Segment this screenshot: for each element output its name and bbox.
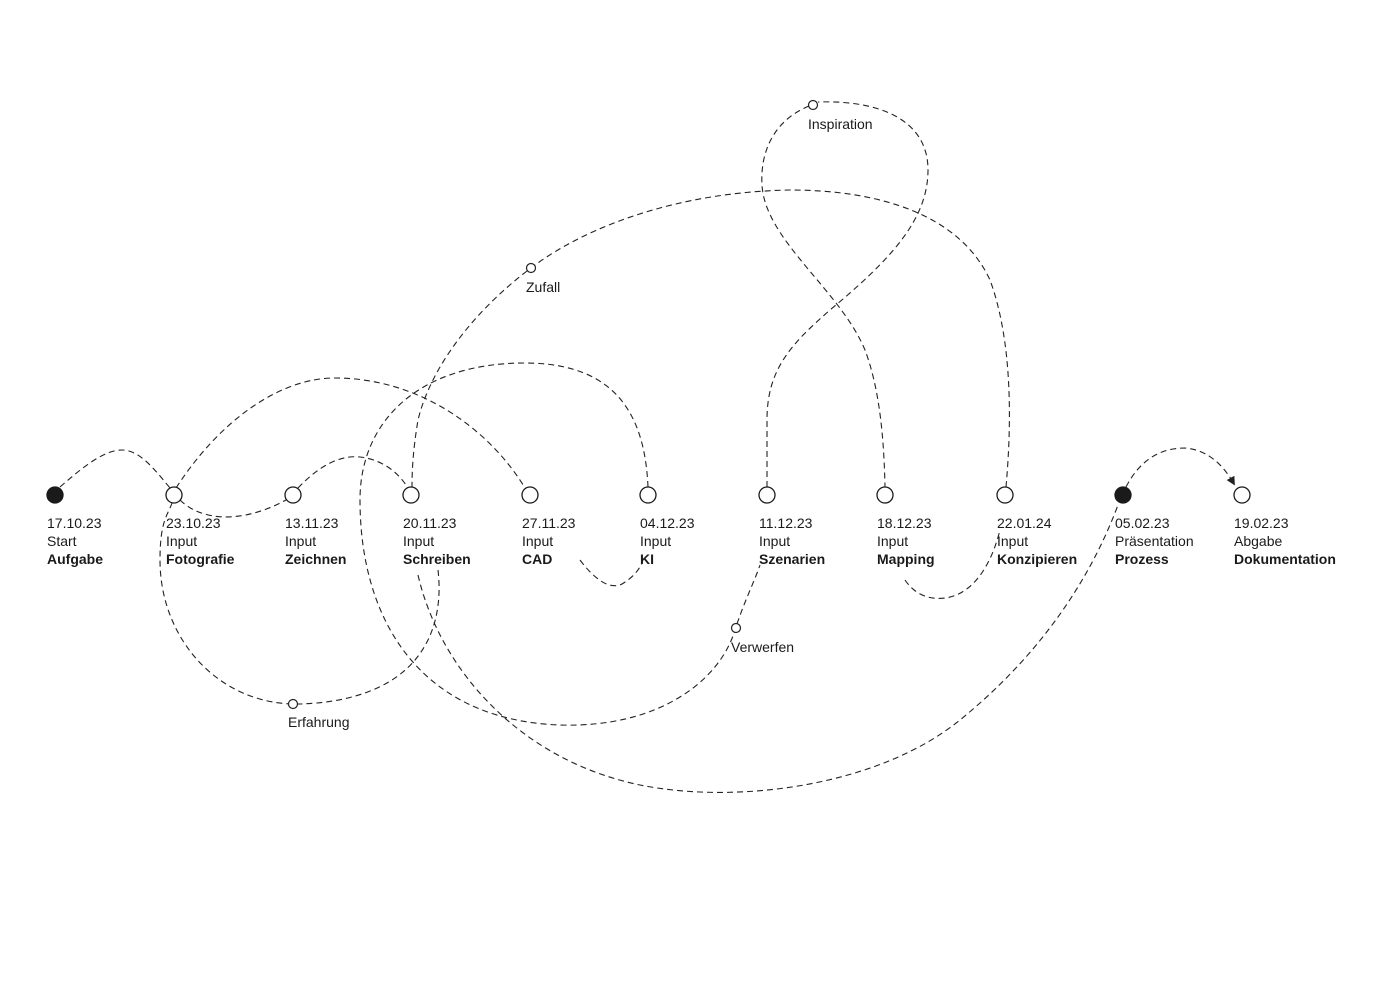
waypoint-zufall-label: Zufall bbox=[526, 279, 561, 295]
milestone-type: Abgabe bbox=[1234, 533, 1283, 549]
connector-inspiration-mapping bbox=[761, 105, 886, 488]
milestone-date: 19.02.23 bbox=[1234, 515, 1289, 531]
milestone-type: Präsentation bbox=[1115, 533, 1194, 549]
waypoint-inspiration-label: Inspiration bbox=[808, 116, 873, 132]
milestone-date: 18.12.23 bbox=[877, 515, 932, 531]
milestone-dot bbox=[284, 486, 302, 504]
milestone-date: 20.11.23 bbox=[403, 515, 457, 531]
milestone-dot bbox=[46, 486, 64, 504]
connector-verwerfen-szenarien bbox=[736, 564, 761, 625]
connector-start-fotografie bbox=[59, 449, 171, 489]
milestone-date: 11.12.23 bbox=[759, 515, 813, 531]
milestone-type: Start bbox=[47, 533, 77, 549]
milestone-type: Input bbox=[285, 533, 317, 549]
milestone-title: Konzipieren bbox=[997, 551, 1078, 567]
milestone-type: Input bbox=[403, 533, 435, 549]
waypoint-zufall-dot bbox=[525, 262, 537, 274]
milestone-date: 22.01.24 bbox=[997, 515, 1052, 531]
milestone-title: KI bbox=[640, 551, 654, 567]
waypoint-verwerfen-dot bbox=[730, 622, 742, 634]
milestone-type: Input bbox=[759, 533, 791, 549]
milestone-dot bbox=[996, 486, 1014, 504]
connector-konzipieren-zufall bbox=[534, 189, 1010, 488]
connector-zeichnen-schreiben bbox=[297, 456, 409, 489]
milestone-date: 17.10.23 bbox=[47, 515, 102, 531]
milestone-dot bbox=[639, 486, 657, 504]
waypoint-verwerfen-label: Verwerfen bbox=[731, 639, 795, 655]
milestone-title: Zeichnen bbox=[285, 551, 347, 567]
waypoint-inspiration-dot bbox=[807, 99, 819, 111]
milestone-type: Input bbox=[997, 533, 1029, 549]
connector-fotografie-cad bbox=[175, 377, 526, 489]
milestone-title: Szenarien bbox=[759, 551, 826, 567]
connector-zufall-schreiben bbox=[411, 270, 528, 488]
connector-schreiben-prozess bbox=[417, 504, 1119, 793]
milestone-date: 05.02.23 bbox=[1115, 515, 1170, 531]
connector-prozess-dokumentation bbox=[1125, 447, 1235, 488]
milestone-title: Aufgabe bbox=[47, 551, 103, 567]
milestone-title: Schreiben bbox=[403, 551, 471, 567]
milestone-title: Prozess bbox=[1115, 551, 1169, 567]
milestone-date: 04.12.23 bbox=[640, 515, 695, 531]
milestone-dot bbox=[1114, 486, 1132, 504]
milestone-date: 13.11.23 bbox=[285, 515, 339, 531]
milestone-type: Input bbox=[522, 533, 554, 549]
milestone-type: Input bbox=[640, 533, 672, 549]
milestone-title: Fotografie bbox=[166, 551, 235, 567]
milestone-date: 27.11.23 bbox=[522, 515, 576, 531]
connector-cad-ki bbox=[579, 559, 644, 587]
milestone-dot bbox=[758, 486, 776, 504]
waypoint-erfahrung-label: Erfahrung bbox=[288, 714, 350, 730]
connector-ki-verwerfen bbox=[359, 362, 736, 726]
connector-szenarien-inspiration bbox=[766, 101, 929, 487]
milestone-dot bbox=[165, 486, 183, 504]
milestone-dot bbox=[402, 486, 420, 504]
milestone-date: 23.10.23 bbox=[166, 515, 221, 531]
milestone-dot bbox=[876, 486, 894, 504]
milestone-dot bbox=[1233, 486, 1251, 504]
milestone-title: Mapping bbox=[877, 551, 935, 567]
connector-erfahrung-loop bbox=[159, 502, 440, 705]
milestone-type: Input bbox=[877, 533, 909, 549]
milestone-dot bbox=[521, 486, 539, 504]
milestone-title: Dokumentation bbox=[1234, 551, 1336, 567]
milestone-type: Input bbox=[166, 533, 198, 549]
milestone-title: CAD bbox=[522, 551, 553, 567]
waypoint-erfahrung-dot bbox=[287, 698, 299, 710]
